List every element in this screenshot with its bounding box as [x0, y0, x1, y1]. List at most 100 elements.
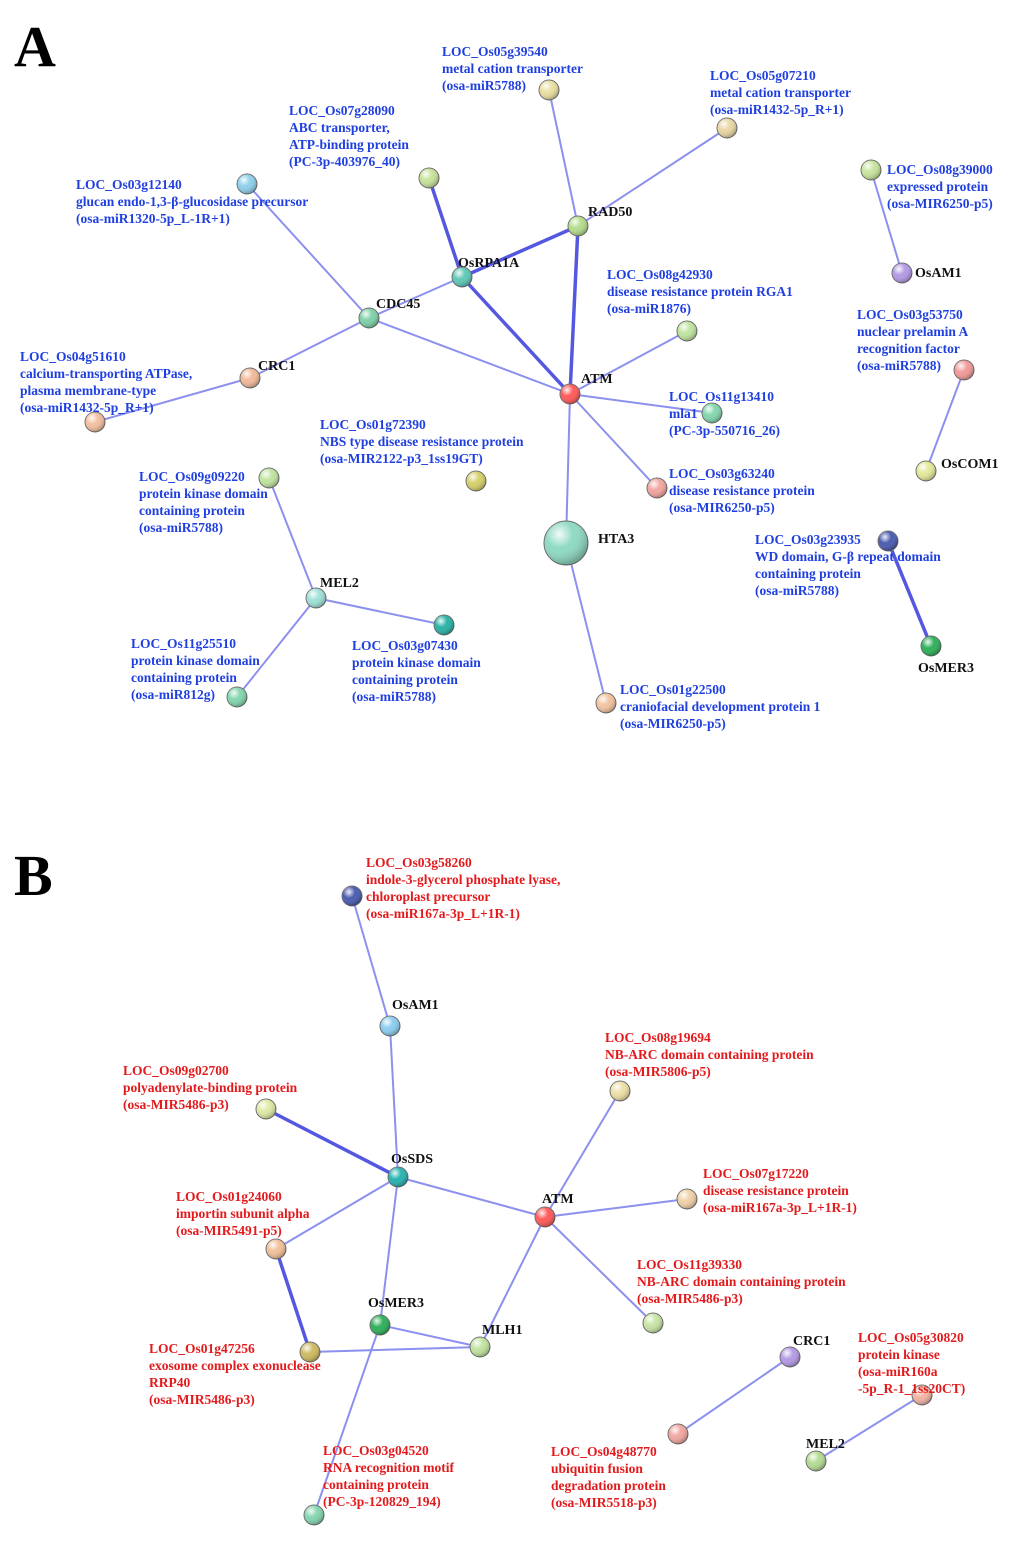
- node-a_os08g39000[interactable]: [860, 159, 882, 181]
- edge-a_crc1-a_os04g51610: [94, 377, 251, 423]
- annotation-line: LOC_Os11g39330: [637, 1257, 742, 1272]
- node-b_os11g39330[interactable]: [642, 1312, 664, 1334]
- annotation-line: exosome complex exonuclease: [149, 1358, 321, 1373]
- annotation-line: LOC_Os01g24060: [176, 1189, 282, 1204]
- node-shine: [921, 636, 941, 656]
- edge-a_os03g23935-a_osmer3: [886, 539, 933, 648]
- annotation-line: LOC_Os04g51610: [20, 349, 126, 364]
- annotation-line: LOC_Os08g42930: [607, 267, 713, 282]
- node-b_os03g04520[interactable]: [303, 1504, 325, 1526]
- network-labels: RAD50OsRPA1ACDC45CRC1ATMHTA3MEL2OsAM1OsC…: [20, 44, 999, 1510]
- node-b_os01g47256[interactable]: [299, 1341, 321, 1363]
- node-a_os11g13410[interactable]: [701, 402, 723, 424]
- annotation-line: NB-ARC domain containing protein: [637, 1274, 846, 1289]
- node-b_osam1[interactable]: [379, 1015, 401, 1037]
- node-a_hta3[interactable]: [543, 520, 589, 566]
- node-a_osrpa1a[interactable]: [451, 266, 473, 288]
- node-a_os05g39540[interactable]: [538, 79, 560, 101]
- node-b_os05g30820[interactable]: [911, 1384, 933, 1406]
- node-a_rad50[interactable]: [567, 215, 589, 237]
- node-label: MLH1: [482, 1323, 522, 1338]
- node-a_os08g42930[interactable]: [676, 320, 698, 342]
- node-b_os04g48770[interactable]: [667, 1423, 689, 1445]
- node-b_os01g24060[interactable]: [265, 1238, 287, 1260]
- node-b_os08g19694[interactable]: [609, 1080, 631, 1102]
- node-b_os09g02700[interactable]: [255, 1098, 277, 1120]
- node-a_os03g12140[interactable]: [236, 173, 258, 195]
- node-a_os03g63240[interactable]: [646, 477, 668, 499]
- edge-a_rad50-a_osrpa1a: [460, 224, 580, 279]
- node-a_osmer3[interactable]: [920, 635, 942, 657]
- node-label: RAD50: [588, 205, 632, 220]
- node-shine: [466, 471, 486, 491]
- node-a_oscom1[interactable]: [915, 460, 937, 482]
- node-a_atm[interactable]: [559, 383, 581, 405]
- node-shine: [643, 1313, 663, 1333]
- node-shine: [596, 693, 616, 713]
- node-b_os07g17220[interactable]: [676, 1188, 698, 1210]
- node-shine: [780, 1347, 800, 1367]
- annotation-line: disease resistance protein: [669, 483, 815, 498]
- node-a_os01g72390[interactable]: [465, 470, 487, 492]
- node-shine: [370, 1315, 390, 1335]
- annotation-line: WD domain, G-β repeat domain: [755, 549, 941, 564]
- annotation-line: disease resistance protein: [703, 1183, 849, 1198]
- annotation-line: LOC_Os03g58260: [366, 855, 472, 870]
- annotation-line: LOC_Os01g22500: [620, 682, 726, 697]
- node-a_os03g53750[interactable]: [953, 359, 975, 381]
- node-b_osmer3[interactable]: [369, 1314, 391, 1336]
- node-b_crc1[interactable]: [779, 1346, 801, 1368]
- annotation-line: recognition factor: [857, 341, 960, 356]
- annotation-line: LOC_Os05g30820: [858, 1330, 964, 1345]
- annotation-line: LOC_Os03g63240: [669, 466, 775, 481]
- node-b_mlh1[interactable]: [469, 1336, 491, 1358]
- node-a_os03g23935[interactable]: [877, 530, 899, 552]
- annotation-line: (osa-MIR6250-p5): [669, 500, 775, 515]
- edge-a_cdc45-a_crc1: [249, 317, 370, 379]
- annotation-line: plasma membrane-type: [20, 383, 156, 398]
- node-a_os07g28090[interactable]: [418, 167, 440, 189]
- node-b_mel2[interactable]: [805, 1450, 827, 1472]
- edge-a_atm-a_os08g42930: [569, 330, 688, 395]
- annotation-line: NBS type disease resistance protein: [320, 434, 524, 449]
- node-a_os05g07210[interactable]: [716, 117, 738, 139]
- edge-b_ossds-b_os01g24060: [275, 1176, 399, 1250]
- edge-a_hta3-a_os01g22500: [565, 542, 607, 704]
- node-a_os03g07430[interactable]: [433, 614, 455, 636]
- node-a_os01g22500[interactable]: [595, 692, 617, 714]
- node-shine: [806, 1451, 826, 1471]
- node-b_atm[interactable]: [534, 1206, 556, 1228]
- annotation-line: (osa-MIR6250-p5): [620, 716, 726, 731]
- node-b_os03g58260[interactable]: [341, 885, 363, 907]
- node-a_crc1[interactable]: [239, 367, 261, 389]
- node-a_mel2[interactable]: [305, 587, 327, 609]
- annotation-line: craniofacial development protein 1: [620, 699, 821, 714]
- node-a_os09g09220[interactable]: [258, 467, 280, 489]
- annotation-line: (osa-miR1432-5p_R+1): [20, 400, 154, 415]
- annotation-line: RNA recognition motif: [323, 1460, 454, 1475]
- annotation-line: containing protein: [131, 670, 237, 685]
- node-a_os04g51610[interactable]: [84, 411, 106, 433]
- annotation-line: (osa-miR160a: [858, 1364, 938, 1379]
- node-shine: [677, 321, 697, 341]
- node-shine: [452, 267, 472, 287]
- edge-b_os09g02700-b_ossds: [264, 1107, 400, 1179]
- node-b_ossds[interactable]: [387, 1166, 409, 1188]
- node-label: MEL2: [320, 576, 359, 591]
- node-a_cdc45[interactable]: [358, 307, 380, 329]
- annotation-line: LOC_Os09g02700: [123, 1063, 229, 1078]
- node-a_osam1[interactable]: [891, 262, 913, 284]
- node-shine: [916, 461, 936, 481]
- node-shine: [535, 1207, 555, 1227]
- node-label: OsAM1: [915, 266, 962, 281]
- node-a_os11g25510[interactable]: [226, 686, 248, 708]
- annotation-line: LOC_Os01g72390: [320, 417, 426, 432]
